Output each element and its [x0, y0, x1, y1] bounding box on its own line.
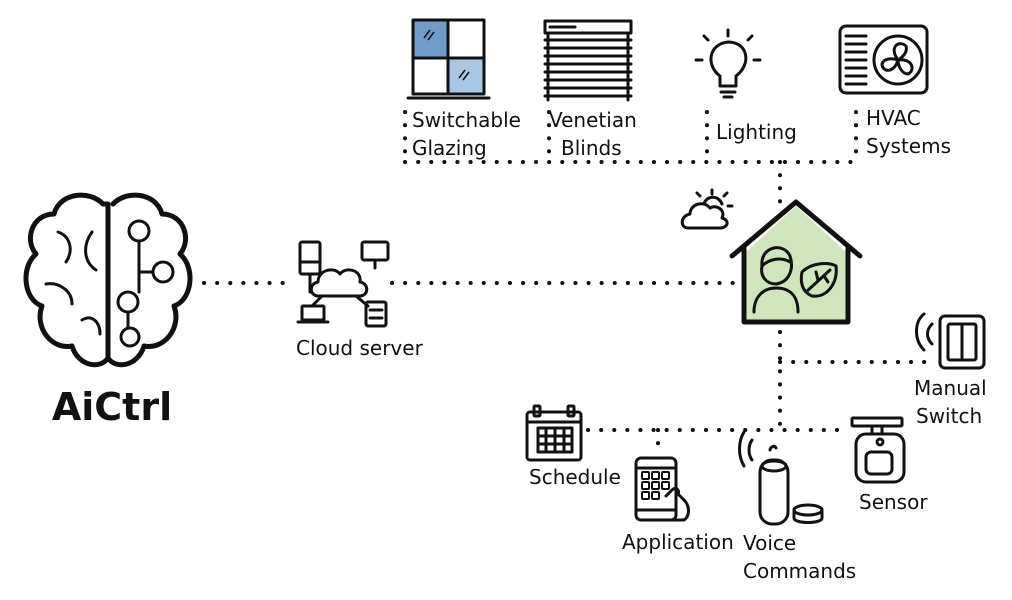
glazing-label-line1: Switchable [412, 108, 521, 132]
sensor-label: Sensor [859, 490, 928, 514]
weather-icon [680, 188, 734, 230]
smart-speaker-icon [738, 430, 824, 526]
venetian-blinds-icon [543, 19, 633, 102]
voice-label-line2: Commands [743, 559, 856, 583]
motion-sensor-icon [850, 416, 906, 484]
voice-label-line1: Voice [743, 531, 796, 555]
calendar-icon [525, 404, 583, 462]
smart-home-icon [729, 199, 863, 325]
glazing-label-line2: Glazing [412, 136, 487, 160]
cloud-network-icon [296, 240, 390, 328]
schedule-label: Schedule [529, 465, 621, 489]
smartphone-icon [634, 456, 690, 522]
manual-switch-label-line2: Switch [916, 404, 982, 428]
wall-switch-icon [915, 312, 986, 370]
light-bulb-icon [694, 28, 762, 99]
connectors [202, 110, 932, 454]
hvac-label-line1: HVAC [866, 106, 921, 130]
cloud-server-label: Cloud server [296, 336, 424, 360]
blinds-label-line1: Venetian [549, 108, 637, 132]
glazing-window-icon [406, 18, 491, 100]
manual-switch-label-line1: Manual [914, 376, 987, 400]
lighting-label: Lighting [716, 120, 797, 144]
application-label: Application [622, 530, 734, 554]
blinds-label-line2: Blinds [561, 136, 622, 160]
hvac-label-line2: Systems [866, 134, 951, 158]
brand-name: AiCtrl [52, 385, 172, 429]
hvac-fan-icon [838, 24, 929, 95]
brain-circuit-icon [23, 192, 193, 368]
